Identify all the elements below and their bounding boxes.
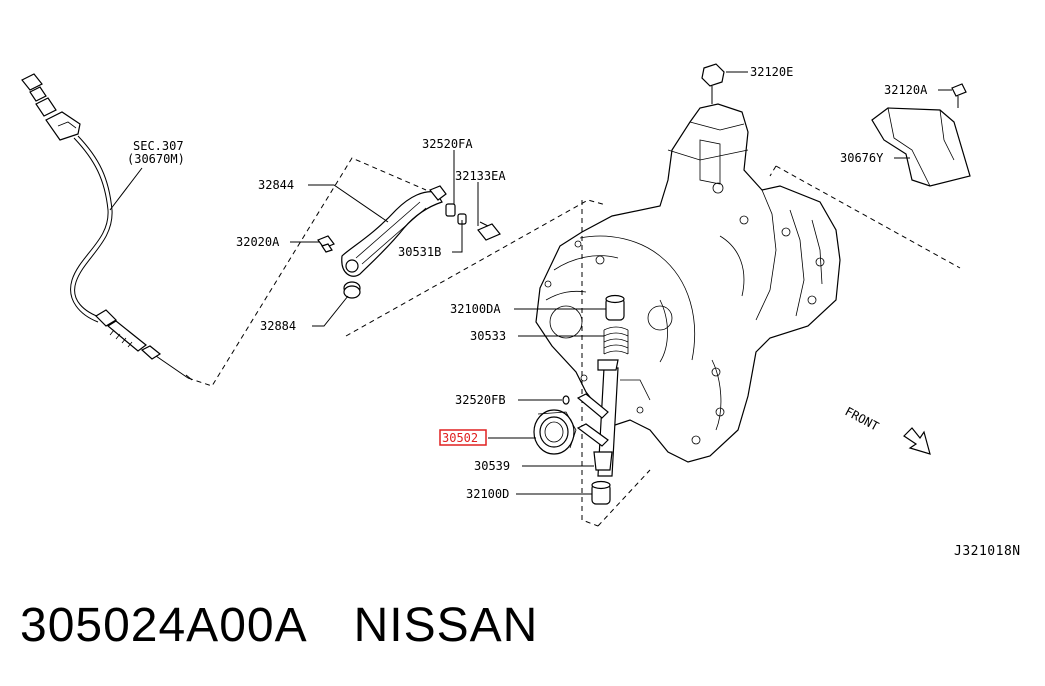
callout-30533: 30533 — [470, 329, 506, 343]
clutch-cable[interactable] — [21, 73, 193, 381]
retainer-clip[interactable] — [445, 203, 467, 225]
callout-32884: 32884 — [260, 319, 296, 333]
withdrawal-lever[interactable] — [341, 185, 447, 277]
callout-sec-307-sub: (30670M) — [127, 152, 185, 166]
sensor-plug[interactable] — [477, 221, 501, 241]
dowel-pin[interactable] — [562, 395, 570, 405]
caption: 305024A00A NISSAN — [20, 598, 538, 653]
bushing-upper[interactable] — [605, 294, 625, 321]
highlight-box-30502 — [439, 429, 487, 446]
callout-sec-307: SEC.307 — [133, 139, 184, 153]
callout-32520fa: 32520FA — [422, 137, 473, 151]
front-label: FRONT — [843, 404, 881, 433]
callout-32100da: 32100DA — [450, 302, 501, 316]
front-arrow-icon — [903, 427, 931, 455]
drain-plug-top[interactable] — [701, 63, 725, 104]
callout-30502[interactable]: 30502 — [442, 431, 478, 445]
return-spring[interactable] — [603, 326, 629, 355]
callout-32520fb: 32520FB — [455, 393, 506, 407]
diagram-code: J321018N — [954, 544, 1021, 559]
callout-32020a: 32020A — [236, 235, 280, 249]
callout-30531b: 30531B — [398, 245, 441, 259]
release-shaft[interactable] — [576, 359, 619, 477]
lever-pivot-ring[interactable] — [343, 281, 361, 299]
callout-30539: 30539 — [474, 459, 510, 473]
bushing-lower[interactable] — [591, 480, 611, 505]
callout-32133ea: 32133EA — [455, 169, 506, 183]
release-bearing[interactable] — [533, 409, 577, 455]
callout-30676y: 30676Y — [840, 151, 884, 165]
callout-32120e: 32120E — [750, 65, 793, 79]
part-number: 305024A00A — [20, 599, 308, 652]
brand-name: NISSAN — [353, 599, 539, 652]
bearing-clip[interactable] — [593, 451, 613, 471]
lever-bolt[interactable] — [317, 235, 335, 253]
callout-32120a: 32120A — [884, 83, 928, 97]
mounting-bracket[interactable] — [871, 83, 971, 187]
callout-32100d: 32100D — [466, 487, 509, 501]
callout-32844: 32844 — [258, 178, 294, 192]
